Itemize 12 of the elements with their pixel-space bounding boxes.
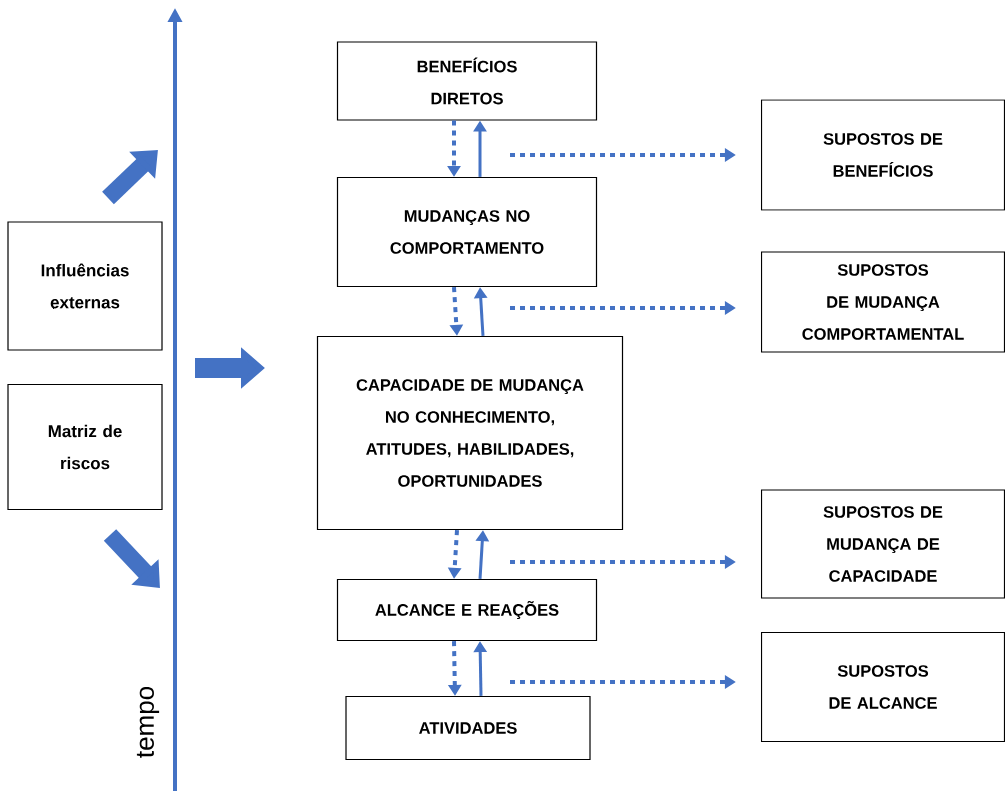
process-box: CAPACIDADE DE MUDANÇA NO CONHECIMENTO, ATITUDES, HABILIDADES, OPORTUNIDADES: [316, 335, 624, 531]
process-box: Matriz de riscos: [7, 383, 163, 511]
process-box: SUPOSTOS DE MUDANÇA COMPORTAMENTAL: [760, 251, 1005, 353]
axis-label: tempo: [136, 686, 160, 758]
process-box: MUDANÇAS NO COMPORTAMENTO: [336, 176, 598, 288]
process-box: ALCANCE E REAÇÕES: [336, 578, 598, 642]
process-box: SUPOSTOS DE MUDANÇA DE CAPACIDADE: [760, 489, 1005, 599]
process-box: SUPOSTOS DE BENEFÍCIOS: [760, 99, 1005, 211]
process-box: ATIVIDADES: [345, 695, 591, 761]
process-box: BENEFÍCIOS DIRETOS: [336, 41, 598, 121]
process-box: Influências externas: [7, 221, 163, 351]
process-box: SUPOSTOS DE ALCANCE: [760, 631, 1005, 743]
